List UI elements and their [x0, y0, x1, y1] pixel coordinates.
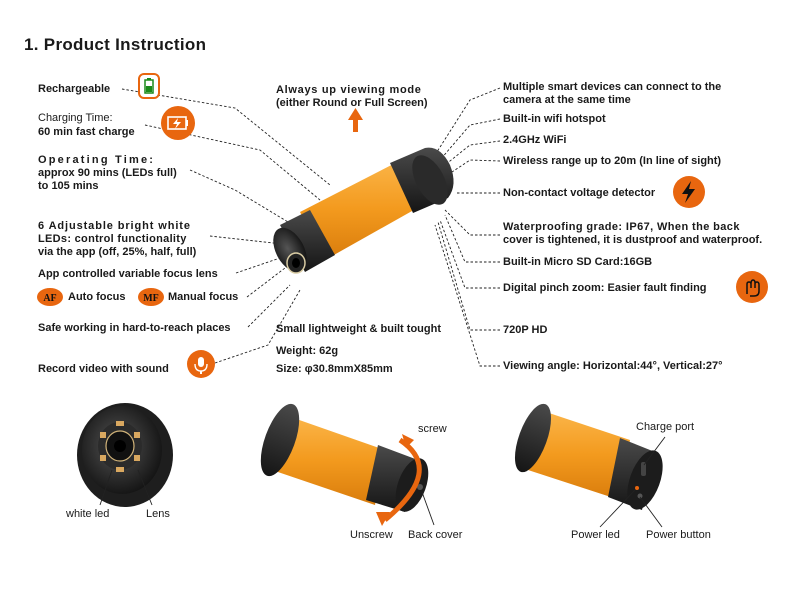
rechargeable-label: Rechargeable	[38, 83, 111, 95]
power-led-caption: Power led	[571, 529, 620, 541]
white-led-caption: white led	[66, 508, 110, 520]
viewing-angle-label: Viewing angle: Horizontal:44°, Vertical:…	[503, 360, 723, 372]
back-cover-caption: Back cover	[408, 529, 463, 541]
wireless-range-label: Wireless range up to 20m (In line of sig…	[503, 155, 722, 167]
multi-device-line2: camera at the same time	[503, 94, 631, 106]
viewing-mode-line1: Always up viewing mode	[276, 84, 422, 96]
operating-time-label: Operating Time:	[38, 154, 156, 166]
side-view-image	[514, 403, 663, 510]
small-lightweight-label: Small lightweight & built tought	[276, 323, 441, 335]
mf-badge: MF	[137, 287, 165, 307]
main-camera-image	[273, 147, 454, 274]
mf-badge-text: MF	[143, 293, 159, 304]
waterproof-line2: cover is tightened, it is dustproof and …	[503, 234, 763, 246]
auto-focus-label: Auto focus	[68, 291, 126, 303]
charge-port-caption: Charge port	[636, 421, 695, 433]
operating-time-line1: approx 90 mins (LEDs full)	[38, 167, 177, 179]
charging-time-label: Charging Time:	[38, 112, 113, 124]
charging-time-value: 60 min fast charge	[38, 126, 135, 138]
power-button-caption: Power button	[646, 529, 711, 541]
waterproof-line1: Waterproofing grade: IP67, When the back	[503, 221, 740, 233]
sd-card-label: Built-in Micro SD Card:16GB	[503, 256, 653, 268]
wifi-band-label: 2.4GHz WiFi	[503, 134, 567, 146]
multi-device-line1: Multiple smart devices can connect to th…	[503, 81, 722, 93]
viewing-mode-line2: (either Round or Full Screen)	[276, 97, 428, 109]
voltage-detector-label: Non-contact voltage detector	[503, 187, 656, 199]
manual-focus-label: Manual focus	[168, 291, 239, 303]
safe-working-label: Safe working in hard-to-reach places	[38, 322, 231, 334]
leds-line2: LEDs: control functionality	[38, 233, 187, 245]
microphone-icon	[186, 349, 216, 379]
hd-label: 720P HD	[503, 324, 548, 336]
pinch-zoom-label: Digital pinch zoom: Easier fault finding	[503, 282, 707, 294]
leader-lines	[121, 87, 501, 367]
af-badge: AF	[36, 287, 64, 307]
af-badge-text: AF	[43, 293, 56, 304]
lightning-icon	[672, 175, 706, 209]
leds-line3: via the app (off, 25%, half, full)	[38, 246, 197, 258]
arrow-up-icon	[348, 108, 363, 132]
unscrew-caption: Unscrew	[350, 529, 393, 541]
page-title: 1. Product Instruction	[24, 35, 207, 54]
back-view-image	[260, 403, 429, 526]
size-label: Size: φ30.8mmX85mm	[276, 363, 393, 375]
record-video-label: Record video with sound	[38, 363, 169, 375]
charging-icon	[160, 105, 196, 141]
wifi-hotspot-label: Built-in wifi hotspot	[503, 113, 606, 125]
lens-caption: Lens	[146, 508, 170, 520]
focus-lens-label: App controlled variable focus lens	[38, 268, 218, 280]
pinch-zoom-icon	[735, 270, 769, 304]
operating-time-line2: to 105 mins	[38, 180, 99, 192]
leds-line1: 6 Adjustable bright white	[38, 220, 191, 232]
battery-icon	[135, 72, 163, 100]
weight-label: Weight: 62g	[276, 345, 339, 357]
screw-caption: screw	[418, 423, 447, 435]
front-view-image	[77, 403, 173, 507]
